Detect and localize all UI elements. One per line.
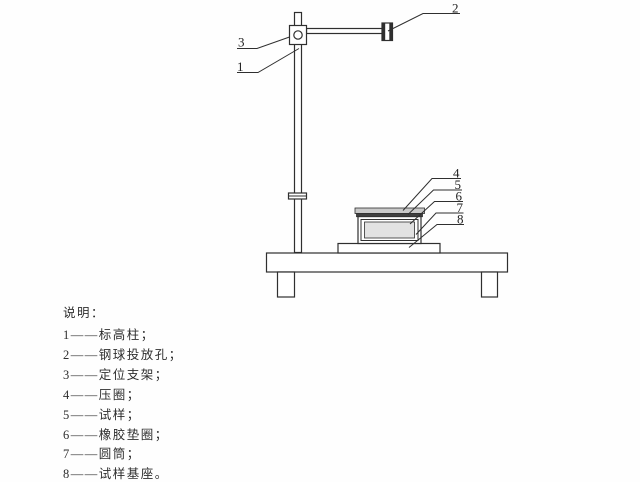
drop-hole-wall-left	[381, 22, 386, 41]
legend-title: 说明：	[63, 306, 106, 320]
callout-6: 6	[456, 189, 463, 204]
legend-item-4: 4——压圈；	[63, 387, 141, 402]
legend-item-8: 8——试样基座。	[63, 467, 169, 482]
leader-line-8	[408, 224, 464, 248]
rubber-gasket-region	[364, 221, 415, 239]
table-top	[265, 252, 509, 273]
legend-item-7: 7——圆筒；	[63, 447, 141, 462]
callout-1: 1	[237, 59, 244, 74]
table-leg-right	[480, 271, 499, 298]
cylinder-inner-wall	[360, 219, 419, 241]
leader-line-3	[237, 36, 290, 49]
bracket-hole	[293, 30, 303, 40]
specimen-base	[337, 242, 441, 254]
leader-line-4	[402, 178, 461, 211]
legend-item-5: 5——试样；	[63, 407, 141, 422]
leader-line-2	[387, 13, 460, 32]
support-arm	[305, 27, 384, 35]
leader-line-1	[237, 48, 300, 73]
legend-item-6: 6——橡胶垫圈；	[63, 427, 169, 442]
legend-item-1: 1——标高柱；	[63, 328, 155, 342]
callout-2: 2	[452, 1, 459, 16]
height-column	[293, 11, 303, 254]
leader-line-5	[407, 189, 462, 215]
legend-item-3: 3——定位支架；	[63, 367, 169, 382]
callout-7: 7	[457, 200, 464, 215]
callout-4: 4	[453, 166, 460, 181]
legend-block: 说明： 1——标高柱； 2——钢球投放孔； 3——定位支架； 4——压圈； 5—…	[63, 303, 323, 482]
leader-line-6	[409, 201, 463, 225]
table-leg-left	[276, 271, 296, 298]
legend-item-2: 2——钢球投放孔；	[63, 347, 183, 362]
callout-5: 5	[455, 177, 462, 192]
drop-hole-wall-right	[389, 22, 393, 41]
leader-line-7	[415, 212, 464, 235]
specimen-layer	[356, 213, 423, 218]
callout-3: 3	[238, 35, 245, 50]
callout-8: 8	[457, 212, 464, 227]
